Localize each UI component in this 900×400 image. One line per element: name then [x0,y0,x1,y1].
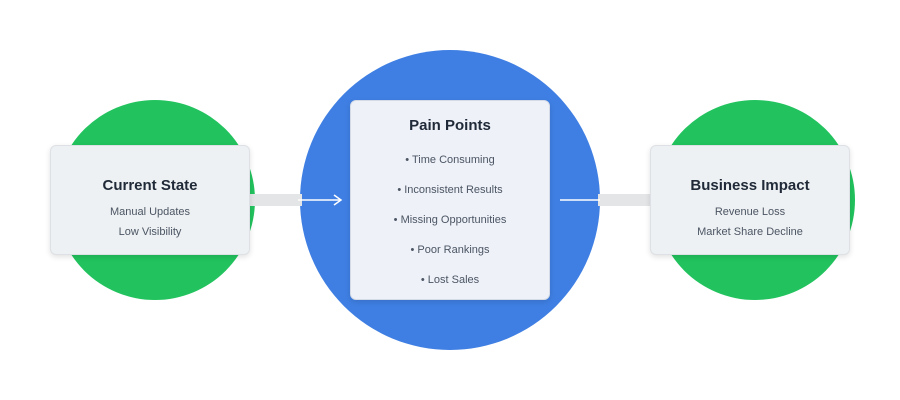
pain-point-item: • Poor Rankings [410,244,490,256]
arrow-icon [298,194,343,206]
pain-points-title: Pain Points [409,117,491,134]
pain-point-item: • Time Consuming [405,154,495,166]
business-impact-item: Revenue Loss [714,206,786,218]
pain-points-card: Pain Points • Time Consuming • Inconsist… [350,100,550,300]
current-state-list: Manual Updates Low Visibility [51,202,249,242]
pain-point-item: • Lost Sales [420,274,480,286]
connector-right-bar [598,194,650,206]
current-state-item: Low Visibility [118,226,182,238]
current-state-title: Current State [102,177,198,194]
business-impact-item: Market Share Decline [697,226,803,238]
business-impact-title: Business Impact [690,177,810,194]
connector-line [560,199,600,201]
business-impact-card: Business Impact Revenue Loss Market Shar… [650,145,850,255]
pain-points-list: • Time Consuming • Inconsistent Results … [351,145,549,295]
pain-point-item: • Inconsistent Results [397,184,503,196]
pain-point-item: • Missing Opportunities [393,214,507,226]
connector-left-bar [250,194,302,206]
current-state-item: Manual Updates [109,206,191,218]
current-state-card: Current State Manual Updates Low Visibil… [50,145,250,255]
business-impact-list: Revenue Loss Market Share Decline [651,202,849,242]
